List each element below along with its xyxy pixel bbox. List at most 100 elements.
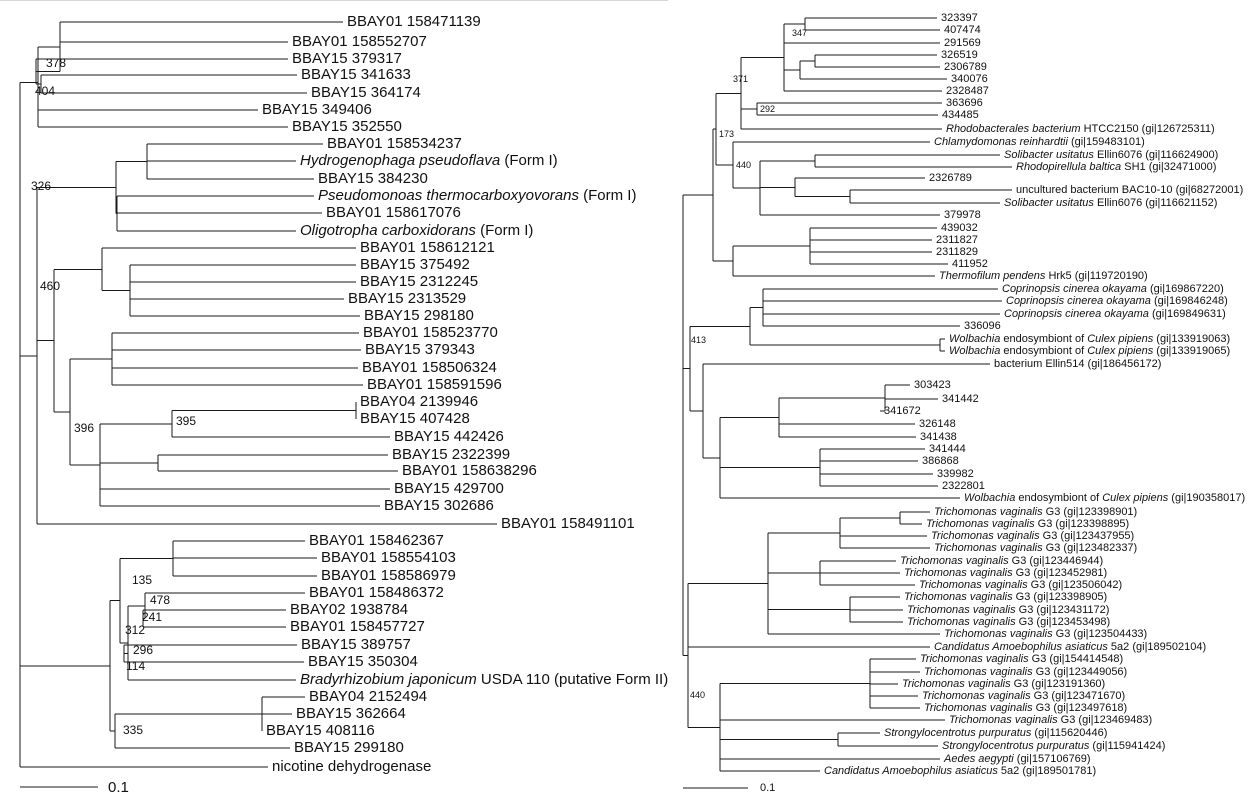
left-taxon-label: BBAY15 389757 [301,636,411,653]
right-taxon-label: 323397 [941,12,978,24]
right-taxon-label: Solibacter usitatus Ellin6076 (gi|116624… [1004,149,1218,161]
left-taxon-label: BBAY01 158591596 [367,376,502,393]
right-taxon-label: 291569 [944,37,981,49]
left-taxon-label: BBAY15 379343 [365,341,475,358]
left-taxon-label: nicotine dehydrogenase [272,758,431,775]
right-taxon-label: bacterium Ellin514 (gi|186456172) [994,358,1161,370]
right-taxon-label: Trichomonas vaginalis G3 (gi|123398905) [904,591,1107,603]
right-taxon-label: Trichomonas vaginalis G3 (gi|123431172) [907,604,1109,616]
left-taxon-label: BBAY01 158554103 [321,549,456,566]
right-scale-label: 0.1 [760,782,775,794]
right-bootstrap-value: 173 [719,129,734,139]
left-taxon-label: BBAY04 2139946 [360,393,478,410]
left-taxon-label: BBAY01 158534237 [327,135,462,152]
left-taxon-label: BBAY15 375492 [360,256,470,273]
right-taxon-label: 411952 [952,258,988,270]
right-taxon-label: Trichomonas vaginalis G3 (gi|123504433) [944,628,1147,640]
left-taxon-label: BBAY15 299180 [294,739,404,756]
right-taxon-label: Coprinopsis cinerea okayama (gi|16984624… [1006,295,1228,307]
left-taxon-label: BBAY01 158486372 [309,584,444,601]
right-taxon-label: Trichomonas vaginalis G3 (gi|123469483) [949,714,1152,726]
left-taxon-label: BBAY01 158638296 [402,462,537,479]
left-taxon-label: BBAY15 2322399 [392,446,510,463]
right-taxon-label: Coprinopsis cinerea okayama (gi|16986722… [1002,283,1224,295]
right-taxon-label: Trichomonas vaginalis G3 (gi|123497618) [924,702,1127,714]
right-taxon-label: Trichomonas vaginalis G3 (gi|123398895) [926,518,1129,530]
left-taxon-label: BBAY15 298180 [364,307,474,324]
right-taxon-label: Trichomonas vaginalis G3 (gi|123506042) [919,579,1122,591]
right-taxon-label: Strongylocentrotus purpuratus (gi|115941… [942,740,1165,752]
left-taxon-label: Oligotropha carboxidorans (Form I) [300,222,533,239]
right-taxon-label: 341438 [920,431,957,443]
right-taxon-label: 340076 [951,73,988,85]
right-taxon-label: 407474 [944,24,981,36]
right-taxon-label: 386868 [922,455,959,467]
left-taxon-label: BBAY15 349406 [262,101,372,118]
left-taxon-label: BBAY15 384230 [318,170,428,187]
left-taxon-label: BBAY15 2313529 [348,290,466,307]
right-taxon-label: Wolbachia endosymbiont of Culex pipiens … [949,333,1230,345]
left-bootstrap-value: 135 [132,573,152,587]
right-taxon-label: Wolbachia endosymbiont of Culex pipiens … [964,492,1245,504]
left-taxon-label: BBAY01 158491101 [501,515,635,532]
right-taxon-label: 341672 [884,405,921,417]
right-taxon-label: Strongylocentrotus purpuratus (gi|115620… [884,727,1107,739]
right-taxon-label: 326148 [919,418,956,430]
left-taxon-label: BBAY02 1938784 [290,601,408,618]
right-bootstrap-value: 292 [760,104,775,114]
right-taxon-label: 326519 [941,49,978,61]
left-taxon-label: BBAY15 302686 [384,497,494,514]
left-taxon-label: BBAY15 2312245 [360,273,478,290]
left-bootstrap-value: 395 [176,414,196,428]
left-bootstrap-value: 312 [125,623,145,637]
left-taxon-label: BBAY15 362664 [296,705,406,722]
left-taxon-label: BBAY01 158506324 [362,359,497,376]
right-tree: 3233974074742915693265192306789340076232… [682,12,1245,777]
right-taxon-label: 2322801 [942,480,985,492]
right-taxon-label: Rhodobacterales bacterium HTCC2150 (gi|1… [946,123,1215,135]
right-taxon-label: 2306789 [944,61,987,73]
right-taxon-label: Coprinopsis cinerea okayama (gi|16984963… [1004,308,1226,320]
left-taxon-label: BBAY01 158617076 [326,204,461,221]
right-taxon-label: Trichomonas vaginalis G3 (gi|123482337) [934,542,1137,554]
right-taxon-label: Solibacter usitatus Ellin6076 (gi|116621… [1004,197,1217,209]
left-taxon-label: BBAY01 158552707 [292,33,427,50]
left-taxon-label: BBAY01 158457727 [290,618,425,635]
right-bootstrap-value: 440 [736,160,751,170]
left-bootstrap-value: 460 [40,279,60,293]
right-taxon-label: Trichomonas vaginalis G3 (gi|123446944) [900,555,1103,567]
left-taxon-label: Bradyrhizobium japonicum USDA 110 (putat… [300,671,668,688]
left-scale-label: 0.1 [108,779,129,796]
right-taxon-label: 2328487 [946,85,989,97]
right-taxon-label: Chlamydomonas reinhardtii (gi|159483101) [934,136,1145,148]
right-taxon-label: Thermofilum pendens Hrk5 (gi|119720190) [939,270,1148,282]
right-taxon-label: 2311827 [936,234,978,246]
left-taxon-label: BBAY01 158471139 [347,13,481,30]
left-taxon-label: BBAY15 350304 [308,653,418,670]
right-taxon-label: Rhodopirellula baltica SH1 (gi|32471000) [1016,161,1216,173]
left-bootstrap-value: 404 [35,84,55,98]
right-taxon-label: 2326789 [929,172,972,184]
left-taxon-label: BBAY01 158523770 [363,324,498,341]
left-bootstrap-value: 326 [31,179,51,193]
left-taxon-label: BBAY01 158612121 [360,239,495,256]
right-taxon-label: Trichomonas vaginalis G3 (gi|123471670) [922,690,1125,702]
right-taxon-label: 2311829 [936,246,978,258]
left-bootstrap-value: 296 [133,643,153,657]
right-taxon-label: 439032 [941,222,978,234]
left-taxon-label: Pseudomonoas thermocarboxyovorans (Form … [318,187,636,204]
right-bootstrap-value: 440 [690,690,705,700]
right-taxon-label: 339982 [937,468,974,480]
left-taxon-label: BBAY15 364174 [311,84,421,101]
right-taxon-label: 434485 [942,109,979,121]
right-taxon-label: Trichomonas vaginalis G3 (gi|123453498) [907,616,1110,628]
right-taxon-label: Wolbachia endosymbiont of Culex pipiens … [949,345,1230,357]
right-taxon-label: Trichomonas vaginalis G3 (gi|123191360) [902,678,1105,690]
right-taxon-label: Trichomonas vaginalis G3 (gi|123398901) [934,506,1137,518]
right-taxon-label: 336096 [964,320,1001,332]
left-taxon-label: BBAY15 379317 [292,50,402,67]
left-taxon-label: BBAY01 158462367 [309,532,444,549]
right-taxon-label: uncultured bacterium BAC10-10 (gi|682720… [1016,184,1243,196]
left-taxon-label: Hydrogenophaga pseudoflava (Form I) [300,152,558,169]
